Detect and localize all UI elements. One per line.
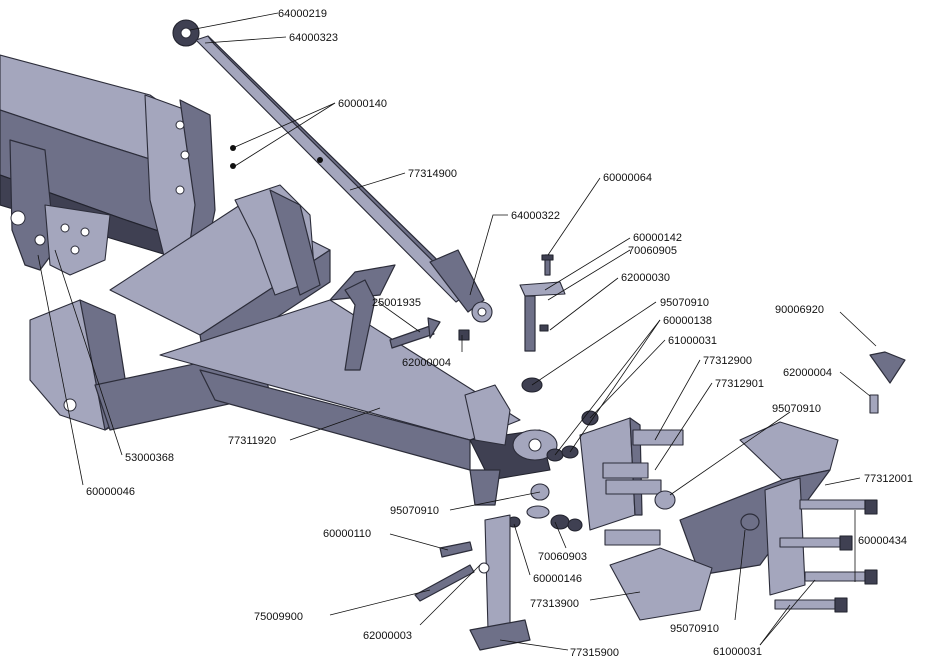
label-60000064: 60000064 xyxy=(603,172,652,184)
label-60000110: 60000110 xyxy=(323,528,371,540)
label-95070910-center: 95070910 xyxy=(390,505,439,517)
label-90006920: 90006920 xyxy=(775,304,824,316)
label-77312900: 77312900 xyxy=(703,355,752,367)
label-60000046: 60000046 xyxy=(86,486,135,498)
label-64000322: 64000322 xyxy=(511,210,560,222)
label-64000219: 64000219 xyxy=(278,8,327,20)
label-95070910-right: 95070910 xyxy=(772,403,821,415)
label-77315900: 77315900 xyxy=(570,647,619,659)
jack-stand xyxy=(414,514,531,651)
label-60000146: 60000146 xyxy=(533,573,582,585)
label-62000004-left: 62000004 xyxy=(402,357,451,369)
label-62000003: 62000003 xyxy=(363,630,412,642)
label-61000031-upper: 61000031 xyxy=(668,335,717,347)
label-25001935: 25001935 xyxy=(372,297,421,309)
label-60000142: 60000142 xyxy=(633,232,682,244)
label-95070910-lower: 95070910 xyxy=(670,623,719,635)
part-labels: 64000219 64000323 60000140 77314900 6000… xyxy=(86,8,913,659)
label-70060905: 70060905 xyxy=(628,245,677,257)
label-95070910-upper: 95070910 xyxy=(660,297,709,309)
tow-bar xyxy=(159,264,558,506)
label-75009900: 75009900 xyxy=(254,611,303,623)
label-77312901: 77312901 xyxy=(715,378,764,390)
label-77313900: 77313900 xyxy=(530,598,579,610)
label-53000368: 53000368 xyxy=(125,452,174,464)
label-60000138: 60000138 xyxy=(663,315,712,327)
clevis-plate xyxy=(579,417,684,546)
label-60000434: 60000434 xyxy=(858,535,907,547)
label-61000031-lower: 61000031 xyxy=(713,646,762,658)
label-64000323: 64000323 xyxy=(289,32,338,44)
bolts xyxy=(774,499,878,613)
label-70060903: 70060903 xyxy=(538,551,587,563)
swivel-hitch xyxy=(609,351,906,621)
label-77311920: 77311920 xyxy=(228,435,276,447)
label-60000140: 60000140 xyxy=(338,98,387,110)
label-62000004-right: 62000004 xyxy=(783,367,832,379)
top-link xyxy=(172,19,493,323)
label-62000030: 62000030 xyxy=(621,272,670,284)
main-frame xyxy=(0,54,216,286)
label-77312001: 77312001 xyxy=(864,473,913,485)
label-77314900: 77314900 xyxy=(408,168,457,180)
leader-lines xyxy=(37,12,877,651)
